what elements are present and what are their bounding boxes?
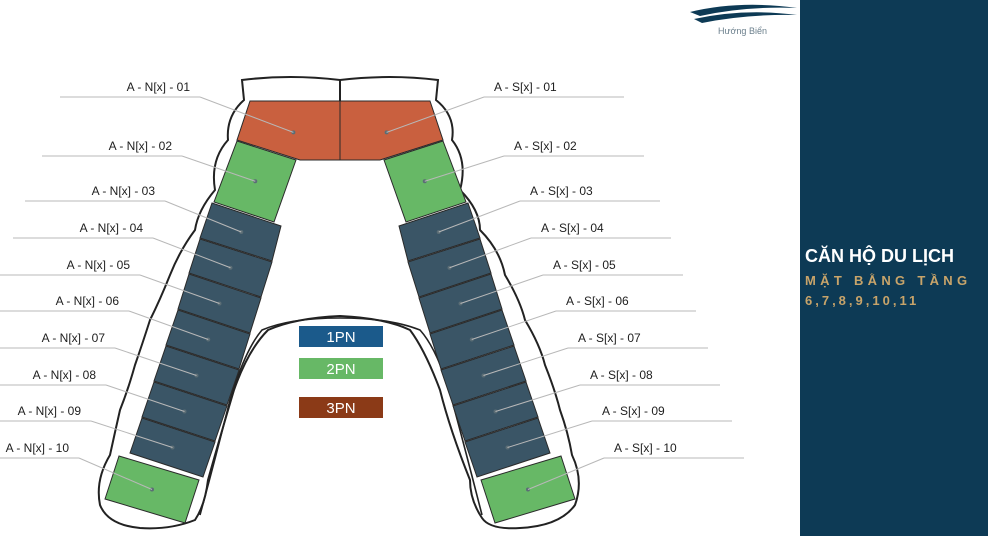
unit-label-right-4: A - S[x] - 04 [541, 221, 604, 235]
panel-subtitle: MẶT BẰNG TẦNG [805, 273, 972, 288]
leader-line [128, 310, 209, 340]
legend-3pn: 3PN [299, 397, 383, 418]
units-right [339, 100, 576, 524]
unit-label-right-5: A - S[x] - 05 [553, 258, 616, 272]
leader-line [495, 384, 581, 412]
legend-2pn: 2PN [299, 358, 383, 379]
unit-label-right-7: A - S[x] - 07 [578, 331, 641, 345]
leader-line [424, 155, 505, 182]
labels-left: A - N[x] - 01 A - N[x] - 02 A - N[x] - 03 A… [0, 80, 294, 490]
unit-label-right-2: A - S[x] - 02 [514, 139, 577, 153]
leader-line [139, 274, 220, 304]
leader-line [114, 347, 197, 376]
brand-logo-waves [690, 4, 797, 23]
leader-line [449, 237, 532, 269]
leader-line [164, 200, 242, 233]
leader-line [199, 96, 294, 133]
panel-floors: 6,7,8,9,10,11 [805, 293, 920, 308]
unit-label-left-2: A - N[x] - 02 [109, 139, 173, 153]
leader-line [507, 420, 593, 448]
unit-label-left-6: A - N[x] - 06 [56, 294, 120, 308]
leader-line [78, 457, 153, 490]
leader-line [181, 155, 256, 182]
unit-label-left-1: A - N[x] - 01 [127, 80, 191, 94]
leader-line [483, 347, 569, 376]
unit-label-left-8: A - N[x] - 08 [33, 368, 97, 382]
unit-label-left-7: A - N[x] - 07 [42, 331, 106, 345]
unit-label-right-10: A - S[x] - 10 [614, 441, 677, 455]
legend-1pn: 1PN [299, 326, 383, 347]
floor-plan: A - N[x] - 01 A - N[x] - 02 A - N[x] - 03 A… [0, 4, 797, 530]
unit-label-right-6: A - S[x] - 06 [566, 294, 629, 308]
leader-line [386, 96, 485, 133]
leader-line [152, 237, 231, 269]
leader-line [460, 274, 544, 304]
leader-line [438, 200, 521, 233]
unit-label-left-10: A - N[x] - 10 [6, 441, 70, 455]
info-panel [800, 0, 988, 536]
panel-title: CĂN HỘ DU LỊCH [805, 246, 954, 266]
labels-right: A - S[x] - 01 A - S[x] - 02 A - S[x] - 03 A… [386, 80, 744, 490]
unit-label-left-9: A - N[x] - 09 [18, 404, 82, 418]
unit-label-right-3: A - S[x] - 03 [530, 184, 593, 198]
unit-label-right-1: A - S[x] - 01 [494, 80, 557, 94]
brand-name: Hướng Biển [718, 26, 767, 36]
units-left [104, 100, 341, 524]
leader-line [105, 384, 185, 412]
leader-line [90, 420, 173, 448]
unit-label-left-3: A - N[x] - 03 [92, 184, 156, 198]
leader-line [527, 457, 605, 490]
leader-line [471, 310, 557, 340]
unit-label-left-4: A - N[x] - 04 [80, 221, 144, 235]
unit-label-right-9: A - S[x] - 09 [602, 404, 665, 418]
unit-label-left-5: A - N[x] - 05 [67, 258, 131, 272]
unit-label-right-8: A - S[x] - 08 [590, 368, 653, 382]
building-outline [97, 76, 580, 530]
